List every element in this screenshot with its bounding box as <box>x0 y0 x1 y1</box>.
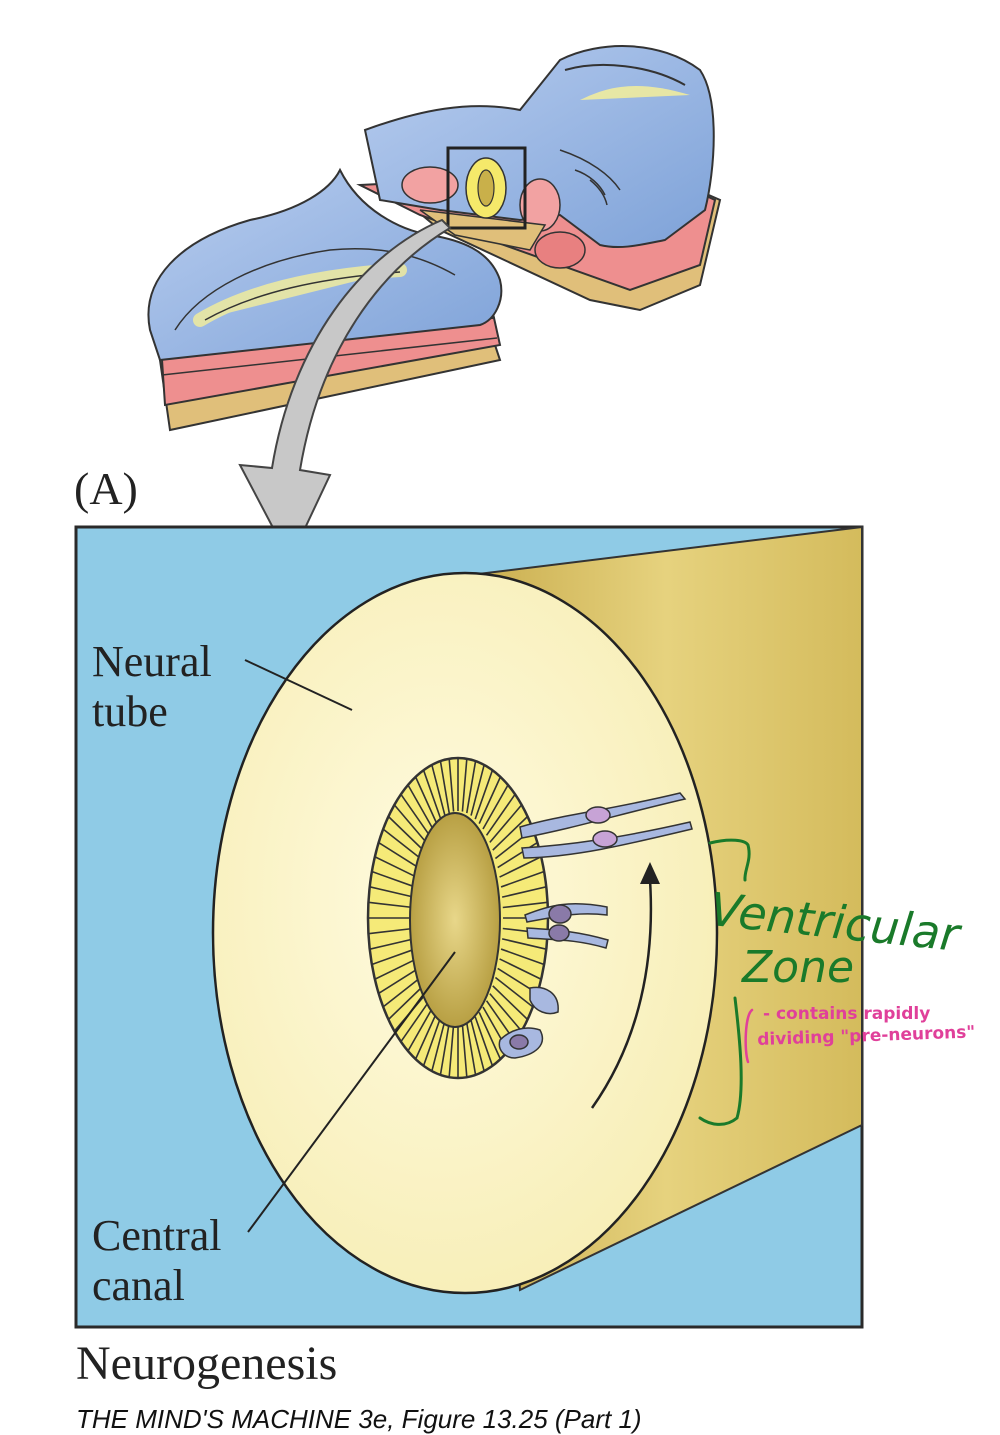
ventricular-note-line2: Zone <box>742 942 855 993</box>
ventricular-cell <box>501 938 547 950</box>
ventricular-cell <box>461 1024 468 1078</box>
ventricular-cell <box>470 764 485 816</box>
ventricular-cell <box>439 1022 451 1076</box>
panel-a <box>74 525 864 1329</box>
ventricular-cell <box>470 1020 485 1072</box>
ventricular-cell <box>494 976 534 1008</box>
panel-label: (A) <box>74 463 138 514</box>
neural-tube-leader <box>244 659 353 711</box>
migration-arrow <box>590 879 653 1109</box>
ventricular-cell <box>431 1020 446 1072</box>
dividing-cells <box>498 792 693 1059</box>
ventricular-cell <box>368 901 414 909</box>
ventricular-cell <box>369 886 415 898</box>
ventricular-cell <box>400 793 431 836</box>
ventricular-cell <box>474 769 494 820</box>
pink-bracket <box>744 1008 754 1064</box>
ventricular-cell <box>407 1006 434 1052</box>
ventricular-cell <box>387 985 424 1021</box>
ventricular-cell <box>422 1016 442 1067</box>
ventricular-cell <box>465 1022 477 1076</box>
ventricular-cell <box>387 815 424 851</box>
source-caption: THE MIND'S MACHINE 3e, Figure 13.25 (Par… <box>76 1404 642 1434</box>
handwritten-annotations <box>698 838 754 1126</box>
ventricular-cell <box>499 958 542 980</box>
ventricular-cell <box>414 776 438 824</box>
ventricular-cell <box>465 760 477 814</box>
ventricular-cell <box>369 938 415 950</box>
ventricular-cell <box>374 958 417 980</box>
central-canal-label-line2: canal <box>92 1261 185 1310</box>
ventricular-cell <box>414 1012 438 1060</box>
ventricular-cell <box>478 1012 502 1060</box>
ventricular-cell <box>371 948 416 966</box>
embryo-illustration <box>147 45 722 432</box>
ventricular-cell <box>492 815 529 851</box>
ventricular-cell <box>448 1024 455 1078</box>
neural-tube-label-line2: tube <box>92 687 168 736</box>
ventricular-cell <box>485 793 516 836</box>
ventricular-cell <box>474 1016 494 1067</box>
green-bracket-top <box>708 838 751 882</box>
ventricular-cell <box>374 856 417 878</box>
ventricular-cell <box>378 967 419 995</box>
ventricular-cell <box>492 985 529 1021</box>
ventricular-cell <box>461 758 468 812</box>
zoom-arrow <box>238 218 452 563</box>
ventricular-cell <box>448 758 455 812</box>
central-canal-leader <box>247 951 456 1233</box>
ventricular-cell <box>489 993 523 1032</box>
ventricular-cell <box>500 870 545 888</box>
ventricular-cell <box>368 927 414 935</box>
ventricular-cell <box>382 976 422 1008</box>
ventricular-cell <box>407 784 434 830</box>
pre-neurons-note-line1: - contains rapidly <box>763 1004 931 1024</box>
ventricular-cell <box>422 769 442 820</box>
ventricular-cell <box>478 776 502 824</box>
ventricular-cell <box>393 804 427 843</box>
ventricular-cell <box>371 870 416 888</box>
ventricular-cell <box>500 948 545 966</box>
ventricular-cell <box>431 764 446 816</box>
ventricular-cell <box>489 804 523 843</box>
ventricular-cell <box>499 856 542 878</box>
ventricular-cell <box>439 760 451 814</box>
ventricular-cell <box>382 828 422 860</box>
central-canal-label-line1: Central <box>92 1211 222 1260</box>
figure-title: Neurogenesis <box>76 1337 338 1390</box>
ventricular-cell <box>482 784 509 830</box>
ventricular-cell <box>502 901 548 909</box>
ventricular-cell <box>501 886 547 898</box>
ventricular-cell <box>400 1000 431 1043</box>
neural-tube-label-line1: Neural <box>92 637 212 686</box>
ventricular-cell <box>378 841 419 869</box>
green-bracket-bottom <box>698 996 743 1126</box>
